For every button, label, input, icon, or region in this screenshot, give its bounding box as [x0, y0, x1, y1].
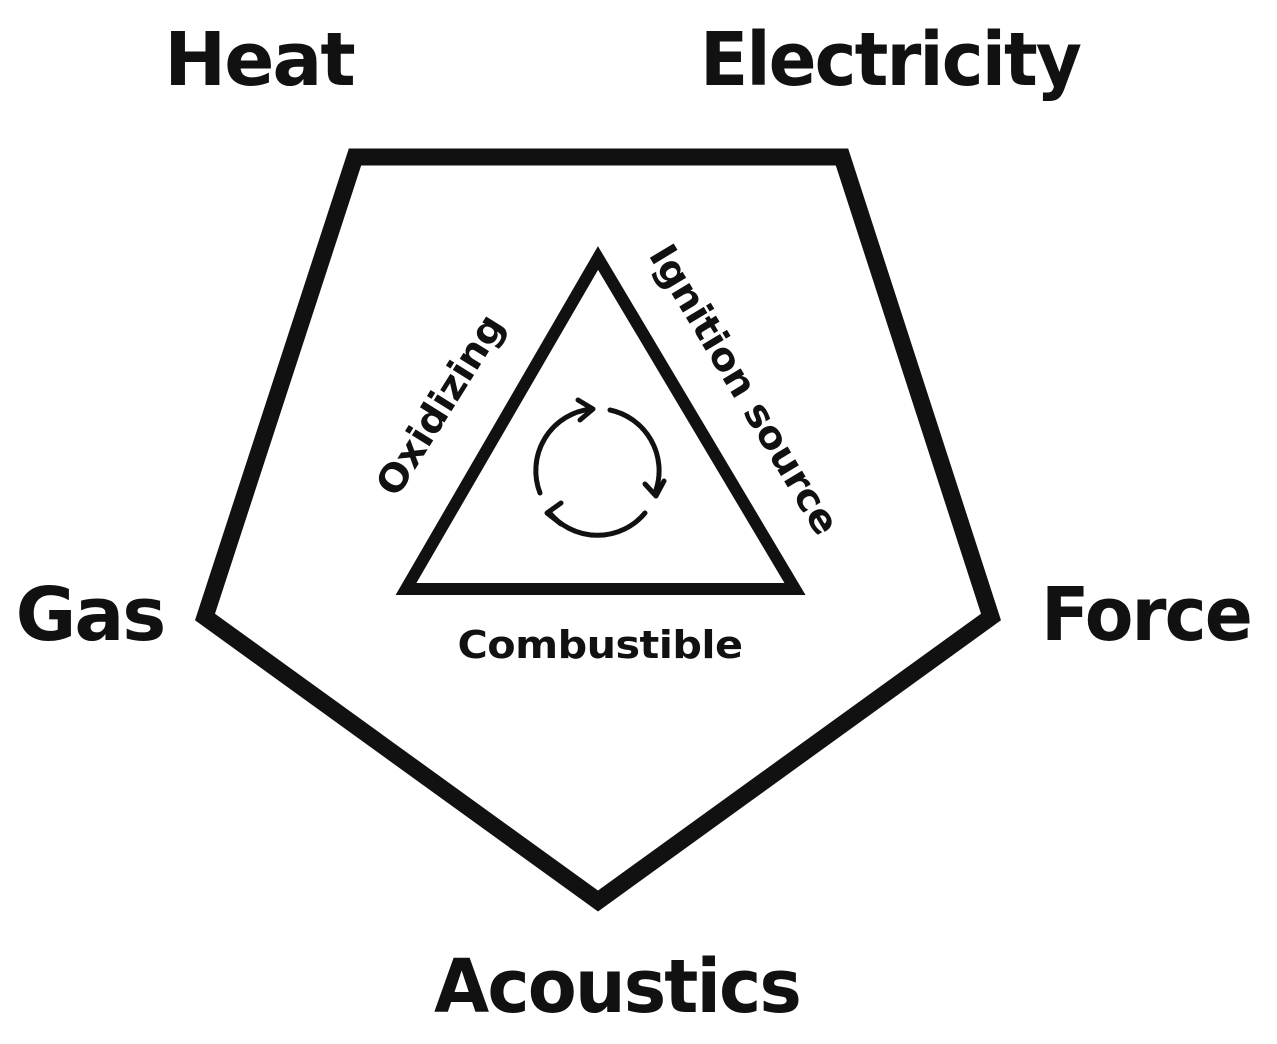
label-gas: Gas	[16, 572, 165, 658]
label-heat: Heat	[164, 17, 354, 103]
label-combustible: Combustible	[458, 623, 743, 667]
inner-triangle	[395, 246, 806, 595]
label-force: Force	[1041, 572, 1251, 658]
label-electricity: Electricity	[700, 17, 1081, 103]
cycle-arrows-icon	[533, 397, 667, 538]
label-acoustics: Acoustics	[434, 944, 800, 1030]
label-oxidizing: Oxidizing	[367, 307, 513, 504]
outer-pentagon	[194, 148, 1001, 912]
